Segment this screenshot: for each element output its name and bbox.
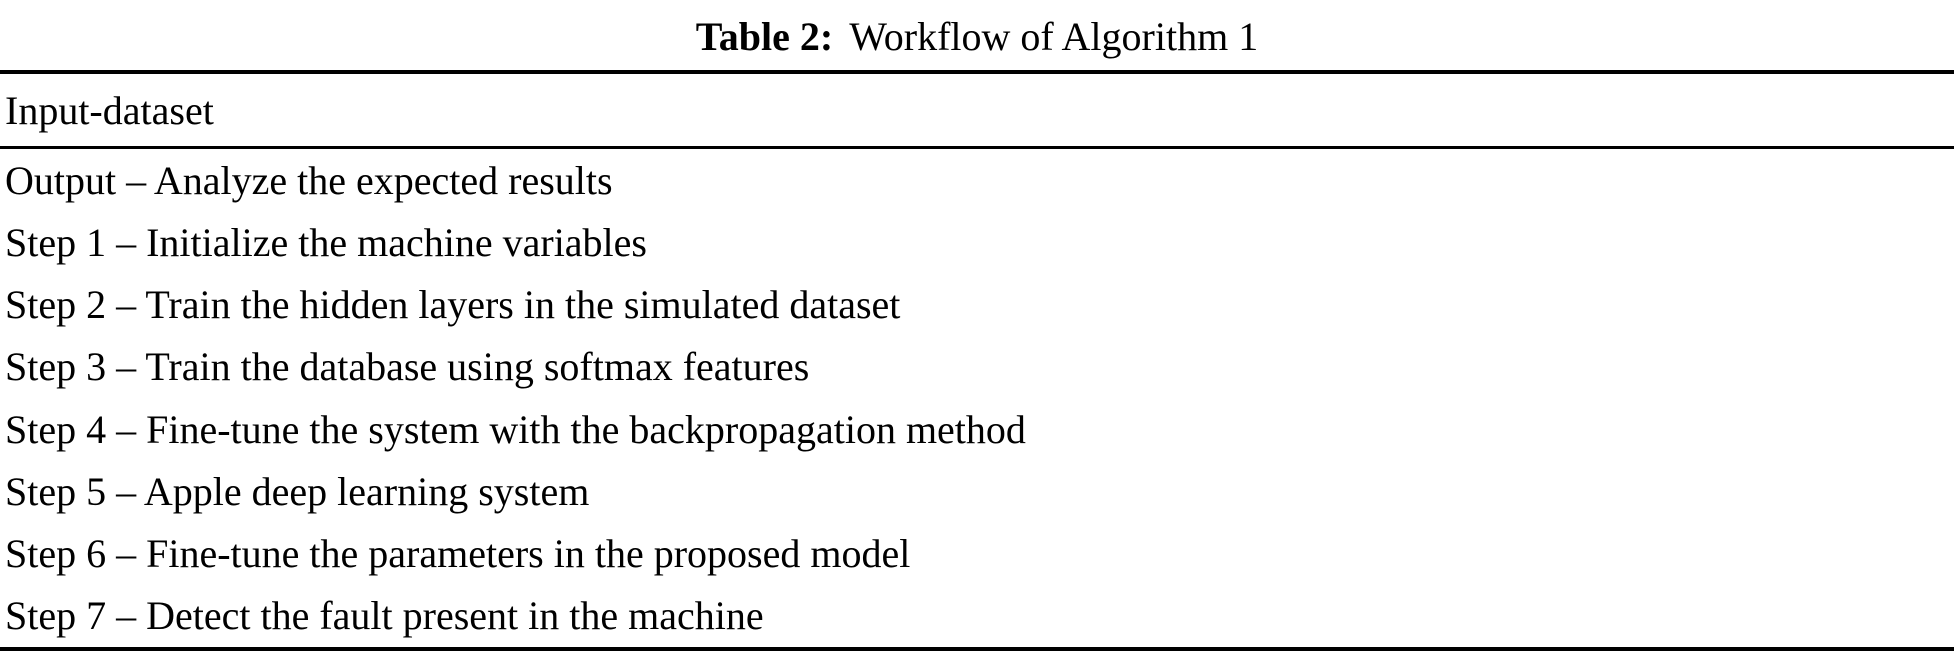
table-row-text: Step 3 – Train the database using softma… [5,344,810,390]
table-row-text: Step 1 – Initialize the machine variable… [5,219,647,265]
table-row-text: Step 6 – Fine-tune the parameters in the… [5,531,911,577]
table-row-text: Output – Analyze the expected results [5,157,613,203]
table-row-text: Step 5 – Apple deep learning system [5,468,590,514]
table-caption-title: Workflow of Algorithm 1 [849,13,1259,59]
table-row-text: Step 4 – Fine-tune the system with the b… [5,406,1026,452]
table-mid-rule [0,146,1954,149]
table-header-row: Input-dataset [0,74,1954,146]
table-body: Output – Analyze the expected results St… [0,149,1954,647]
table-row: Output – Analyze the expected results [0,149,1954,211]
table-row: Step 2 – Train the hidden layers in the … [0,274,1954,336]
table-top-rule [0,70,1954,74]
table-row: Step 7 – Detect the fault present in the… [0,585,1954,647]
table-bottom-rule [0,647,1954,651]
table-row-text: Step 7 – Detect the fault present in the… [5,593,764,639]
table-row: Step 6 – Fine-tune the parameters in the… [0,523,1954,585]
table-row: Step 5 – Apple deep learning system [0,460,1954,522]
table-row: Step 1 – Initialize the machine variable… [0,211,1954,273]
table-header-text: Input-dataset [5,87,214,133]
table-caption-label: Table 2: [695,13,834,59]
table-row: Step 3 – Train the database using softma… [0,336,1954,398]
table-row-text: Step 2 – Train the hidden layers in the … [5,282,901,328]
table-row: Step 4 – Fine-tune the system with the b… [0,398,1954,460]
table-caption: Table 2: Workflow of Algorithm 1 [0,0,1954,70]
